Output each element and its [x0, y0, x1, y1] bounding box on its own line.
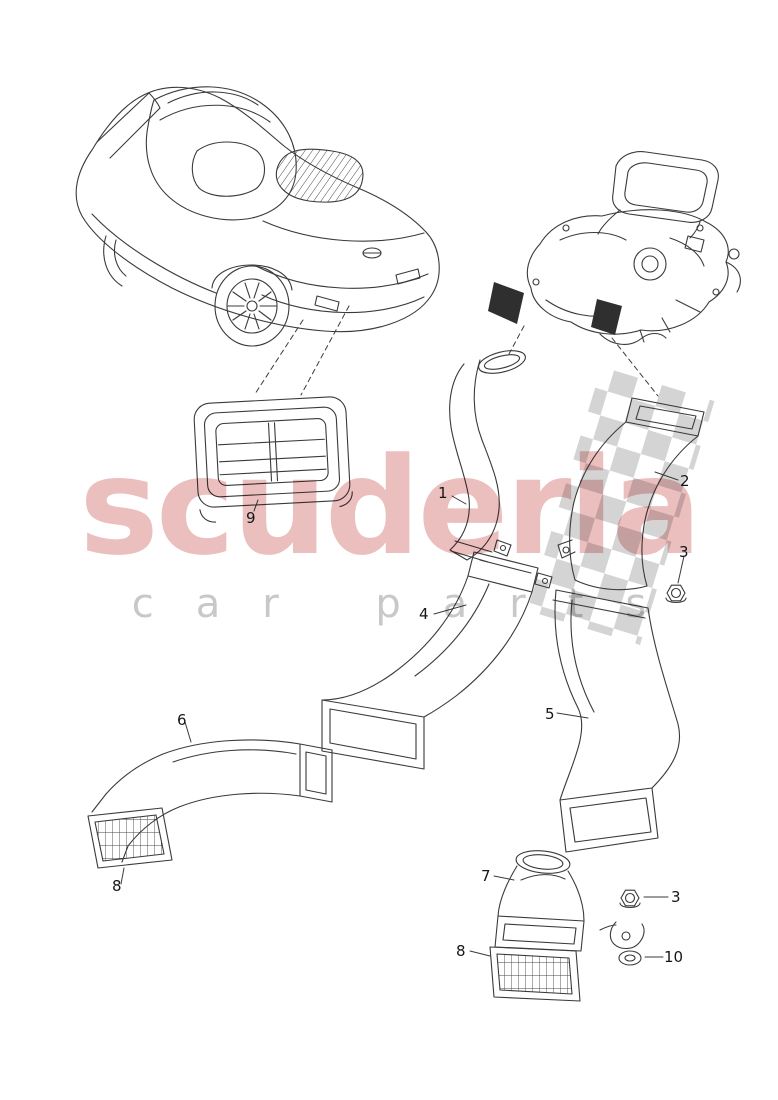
part-2-duct: [557, 397, 705, 591]
callout-3-upper[interactable]: 3: [679, 543, 689, 561]
part-10-washer: [618, 950, 642, 966]
callout-10[interactable]: 10: [664, 948, 684, 966]
part-9-vent-grille: [193, 396, 353, 523]
part-7-duct: [494, 850, 585, 952]
callout-8-lower[interactable]: 8: [456, 942, 466, 960]
car-illustration: [75, 86, 440, 347]
callout-1[interactable]: 1: [438, 484, 448, 502]
callout-9[interactable]: 9: [246, 509, 256, 527]
part-4-duct: [321, 551, 553, 770]
hvac-unit-illustration: [488, 151, 741, 345]
leader-lines: [120, 471, 685, 958]
hvac-outlet-left: [488, 282, 524, 324]
callout-3-lower[interactable]: 3: [671, 888, 681, 906]
callout-6[interactable]: 6: [177, 711, 187, 729]
part-8-grille-lower: [489, 946, 581, 1002]
hvac-outlet-right: [591, 299, 622, 335]
callout-2[interactable]: 2: [680, 472, 690, 490]
callout-4[interactable]: 4: [419, 605, 429, 623]
part-1-duct: [449, 350, 526, 563]
part-3-nut-upper: [665, 584, 687, 604]
callout-7[interactable]: 7: [481, 867, 491, 885]
callout-8-left[interactable]: 8: [112, 877, 122, 895]
mounting-bracket: [599, 921, 645, 950]
locator-dashed-lines: [254, 305, 659, 397]
callout-5[interactable]: 5: [545, 705, 555, 723]
deck-grille-hatch: [275, 148, 364, 203]
part-3-nut-lower: [619, 889, 641, 909]
part-8-grille-left: [87, 807, 173, 869]
part-5-duct: [552, 589, 680, 853]
